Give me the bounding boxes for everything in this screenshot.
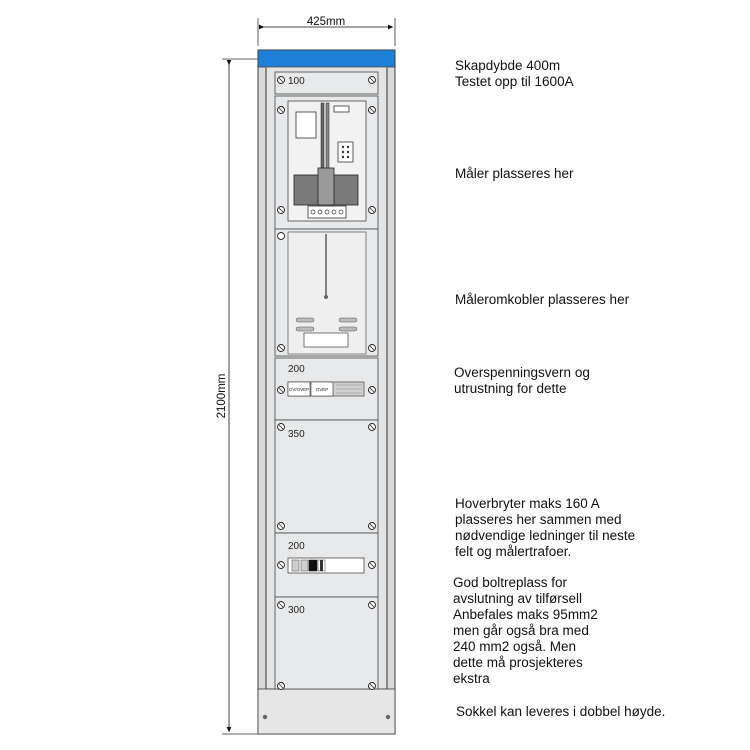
note-plinth: Sokkel kan leveres i dobbel høyde.: [456, 704, 666, 719]
note-depth: Skapdybde 400m Testet opp til 1600A: [455, 58, 574, 89]
note-bolts: God boltreplass for avslutning av tilfør…: [453, 575, 598, 686]
section-main-switch-size: 200: [288, 541, 305, 552]
section-top-size: 100: [288, 76, 305, 87]
switch-label-plate: [303, 332, 349, 348]
meter-terminal-block: [337, 141, 354, 163]
height-label: 2100mm: [216, 374, 228, 419]
section-bottom: [274, 596, 379, 690]
note-main-switch: Hoverbryter maks 160 A plasseres her sam…: [455, 496, 636, 559]
meter-display: [295, 111, 317, 139]
section-surge: 200 OV/OVEP OVEP: [274, 357, 379, 421]
section-main-switch: 200: [274, 532, 379, 598]
width-dimension: 425mm: [257, 16, 396, 46]
plinth-bolt-right: [385, 714, 391, 720]
section-bottom-size: 300: [288, 605, 305, 616]
section-blank-size: 350: [288, 429, 305, 440]
plinth-bolt-left: [262, 714, 268, 720]
section-switch: 400: [274, 228, 379, 357]
surge-device-b: OVEP: [316, 387, 329, 392]
section-meter: 400: [274, 95, 379, 230]
height-dimension: 2100mm: [216, 58, 258, 735]
section-top: [274, 71, 379, 95]
meter-terminals: [307, 205, 347, 219]
note-meter: Måler plasseres her: [455, 166, 574, 181]
section-surge-size: 200: [288, 364, 305, 375]
surge-device-a: OV/OVEP: [289, 387, 309, 392]
width-label: 425mm: [307, 16, 345, 28]
note-surge: Overspenningsvern og utrustning for dett…: [454, 365, 590, 396]
plinth: [257, 688, 396, 735]
main-switch-device: [287, 557, 365, 574]
top-strip: [257, 49, 396, 68]
note-meter-switch: Måleromkobler plasseres her: [455, 292, 630, 307]
